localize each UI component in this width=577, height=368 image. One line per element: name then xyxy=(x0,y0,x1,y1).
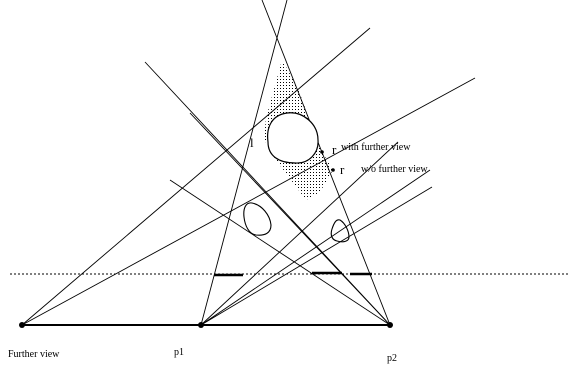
p1-point xyxy=(198,322,204,328)
ray-further-view-2 xyxy=(21,77,476,326)
p2-point xyxy=(387,322,393,328)
viewing-rays xyxy=(21,0,476,326)
plane-segments xyxy=(214,271,372,277)
ray-p2-4 xyxy=(169,179,391,326)
label-l: l xyxy=(250,135,254,150)
ray-p1-1 xyxy=(200,0,288,326)
r-without-marker xyxy=(331,168,335,172)
ray-p1-3 xyxy=(200,186,433,326)
r-with-marker xyxy=(320,150,324,154)
label-r-without: r xyxy=(340,162,345,177)
ray-p2-3 xyxy=(189,112,391,326)
label-r-with: r xyxy=(332,142,337,157)
ray-p1-2 xyxy=(200,169,431,326)
ray-further-view-1 xyxy=(21,27,371,326)
further-view-point xyxy=(19,322,25,328)
object-blob-right xyxy=(330,219,350,243)
label-p1: p1 xyxy=(174,347,184,358)
label-further-view: Further view xyxy=(8,349,60,360)
object-blob-main xyxy=(267,112,319,164)
ray-p2-1 xyxy=(261,0,391,326)
label-without-further-view: w/o further view xyxy=(361,164,428,175)
label-with-further-view: with further view xyxy=(341,142,411,153)
label-p2: p2 xyxy=(387,353,397,364)
object-blob-left xyxy=(243,202,272,236)
ray-p1-4 xyxy=(200,141,399,326)
